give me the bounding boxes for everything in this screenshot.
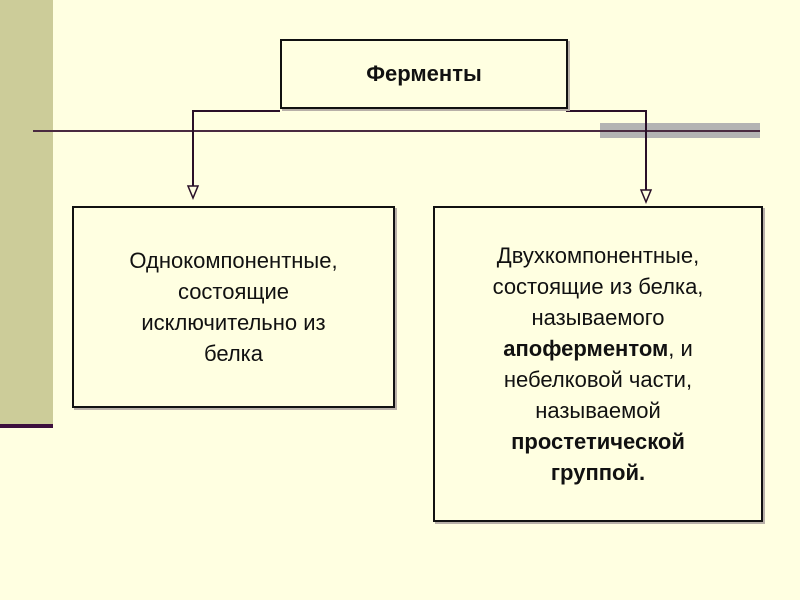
left-line: Однокомпонентные, <box>129 248 338 273</box>
prosthetic-term: простетической <box>493 426 704 457</box>
sidebar-decoration <box>0 0 53 424</box>
two-component-box: Двухкомпонентные, состоящие из белка, на… <box>433 206 763 522</box>
group-term-text: группой. <box>550 460 646 485</box>
apoenzyme-term: апоферментом <box>503 336 669 361</box>
single-component-box: Однокомпонентные, состоящие исключительн… <box>72 206 395 408</box>
left-line: состоящие <box>177 279 290 304</box>
right-line: апоферментом, и <box>493 333 704 364</box>
left-line: белка <box>203 341 264 366</box>
title-box: Ферменты <box>280 39 568 109</box>
title-text: Ферменты <box>366 61 482 86</box>
arrow-left-icon <box>186 185 200 200</box>
right-line: называемого <box>531 305 665 330</box>
right-line: небелковой части, <box>503 367 693 392</box>
horizontal-divider <box>33 130 760 132</box>
sidebar-underline <box>0 424 53 428</box>
left-line: исключительно из <box>141 310 326 335</box>
right-line: состоящие из белка, <box>492 274 704 299</box>
right-line: называемой <box>535 398 661 423</box>
group-term: группой. <box>493 457 704 488</box>
right-line: Двухкомпонентные, <box>496 243 700 268</box>
prosthetic-term-text: простетической <box>511 429 685 454</box>
right-line-rest: , и <box>668 336 693 361</box>
arrow-right-icon <box>639 189 653 204</box>
connector-right <box>566 110 647 192</box>
connector-left <box>192 110 280 188</box>
